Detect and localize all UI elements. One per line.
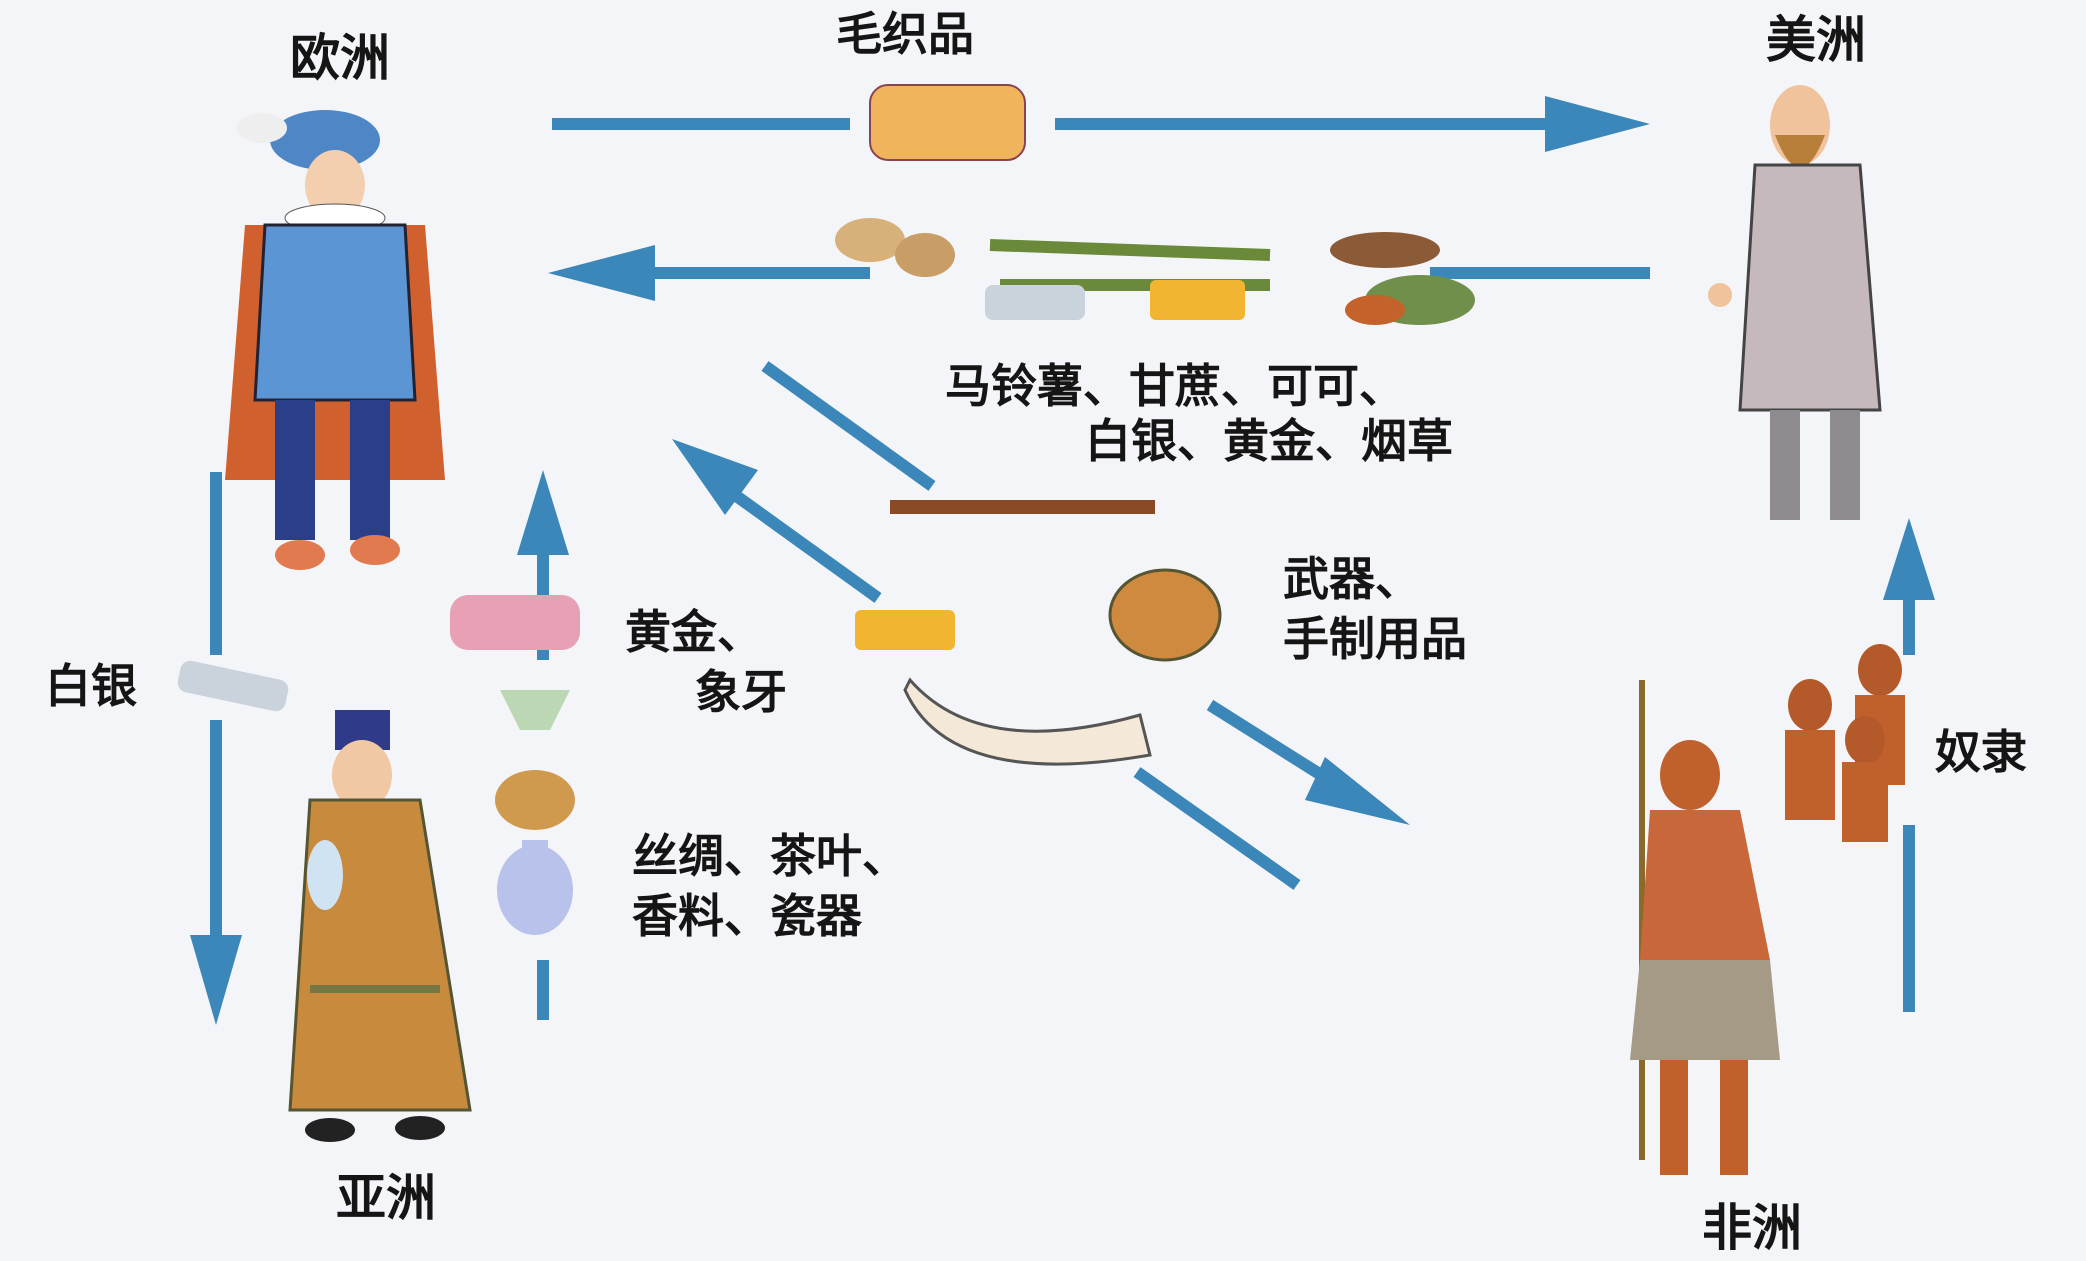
arrow-asia-to-europe [517, 470, 569, 1020]
spice-jar-icon [495, 770, 575, 830]
tobacco-icon [1345, 275, 1475, 325]
gold-ingot-icon [1150, 280, 1245, 320]
label-africa-goods-line2: 象牙 [695, 665, 787, 719]
label-slaves: 奴隶 [1935, 725, 2027, 779]
asia-merchant-figure [288, 710, 472, 1142]
label-silver: 白银 [45, 659, 137, 713]
africa-figures [1630, 644, 1905, 1175]
label-america-goods-line1: 马铃薯、甘蔗、可可、 [945, 359, 1405, 413]
arrow-america-to-europe [548, 245, 1650, 301]
arrow-europe-to-asia [190, 472, 242, 1025]
ivory-tusk-icon [903, 677, 1152, 766]
arrow-europe-to-america [552, 96, 1650, 152]
arrow-africa-to-europe [672, 439, 1301, 890]
gun-icon [890, 500, 1155, 514]
porcelain-vase-icon [497, 840, 573, 935]
label-europe: 欧洲 [290, 29, 390, 87]
label-asia: 亚洲 [336, 1169, 436, 1227]
tea-icon [500, 690, 570, 730]
arrow-africa-to-america [1883, 518, 1935, 1012]
cocoa-icon [1330, 232, 1440, 268]
label-africa-goods-line1: 黄金、 [625, 605, 763, 659]
label-africa: 非洲 [1702, 1199, 1802, 1257]
label-europe-to-africa-line1: 武器、 [1283, 552, 1421, 606]
label-america-goods-line2: 白银、黄金、烟草 [1085, 414, 1453, 468]
america-settler-figure [1708, 85, 1882, 520]
sugarcane-icon [989, 239, 1271, 291]
silver-ingot-icon [985, 285, 1085, 320]
potato-icon [835, 218, 955, 277]
arrow-europe-to-africa [761, 361, 1410, 825]
label-wool-goods: 毛织品 [836, 7, 974, 61]
gold-bars-icon [855, 610, 955, 650]
label-asia-goods-line1: 丝绸、茶叶、 [632, 829, 908, 883]
europe-merchant-figure [225, 110, 445, 570]
silk-icon [450, 595, 580, 650]
label-asia-goods-line2: 香料、瓷器 [632, 889, 863, 943]
teapot-icon [1108, 568, 1222, 662]
label-europe-to-africa-line2: 手制用品 [1283, 612, 1467, 666]
silver-ingot-icon-2 [177, 660, 289, 712]
label-america: 美洲 [1766, 11, 1866, 69]
wool-cloth-icon [869, 84, 1026, 161]
